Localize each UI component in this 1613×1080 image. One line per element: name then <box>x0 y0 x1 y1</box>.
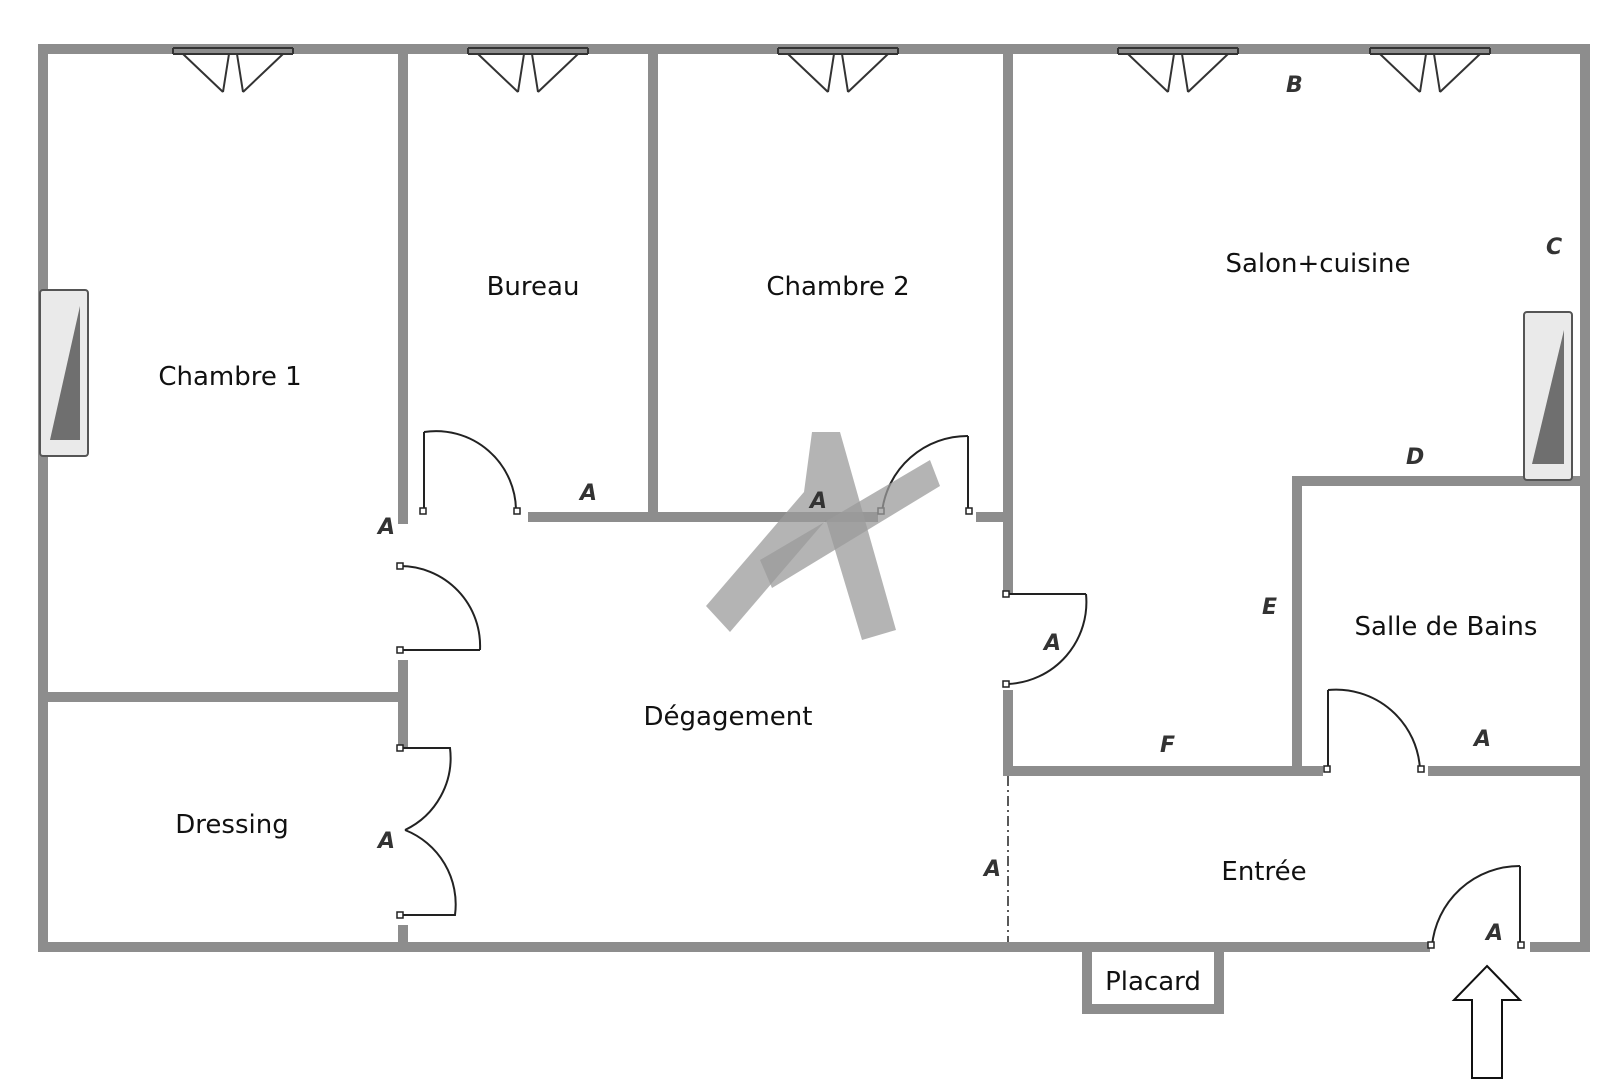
door-swing-icon <box>1323 688 1425 773</box>
marker-d: D <box>1406 445 1424 470</box>
marker-a: A <box>1472 727 1491 752</box>
door-swing-icon <box>1002 590 1088 688</box>
room-label-dressing: Dressing <box>175 810 288 840</box>
door-swing-icon <box>419 430 521 515</box>
window-icon <box>1117 47 1239 93</box>
radiators <box>39 289 1573 481</box>
room-label-salle-de-bains: Salle de Bains <box>1355 612 1538 642</box>
room-label-chambre-2: Chambre 2 <box>766 272 909 302</box>
door-swing-icon <box>396 562 482 654</box>
room-label-bureau: Bureau <box>487 272 580 302</box>
window-icon <box>467 47 589 93</box>
radiator-icon <box>1523 311 1573 481</box>
window-icon <box>777 47 899 93</box>
room-label-placard: Placard <box>1105 967 1201 997</box>
doors <box>396 430 1525 949</box>
marker-b: B <box>1286 73 1303 98</box>
window-icon <box>172 47 294 93</box>
marker-a: A <box>1042 631 1061 656</box>
radiator-icon <box>39 289 89 457</box>
room-label-entree: Entrée <box>1221 857 1306 887</box>
marker-a: A <box>808 489 827 514</box>
door-swing-icon <box>396 744 457 919</box>
interior-walls <box>48 54 1580 1014</box>
window-icon <box>1369 47 1491 93</box>
room-label-degagement: Dégagement <box>644 702 813 732</box>
marker-a: A <box>376 515 395 540</box>
marker-e: E <box>1262 595 1277 620</box>
windows <box>172 47 1491 93</box>
marker-a: A <box>1484 921 1503 946</box>
marker-f: F <box>1160 733 1175 758</box>
door-swing-icon <box>1427 864 1525 949</box>
marker-c: C <box>1546 235 1562 260</box>
watermark-logo <box>706 432 940 640</box>
marker-a: A <box>982 857 1001 882</box>
entrance-arrow-icon <box>1451 964 1523 1079</box>
room-label-salon-cuisine: Salon+cuisine <box>1225 249 1410 279</box>
marker-a: A <box>376 829 395 854</box>
room-labels: Chambre 1 Bureau Chambre 2 Salon+cuisine… <box>158 249 1537 997</box>
marker-labels: A A A A A A A A B C D E F <box>376 73 1562 946</box>
room-label-chambre-1: Chambre 1 <box>158 362 301 392</box>
marker-a: A <box>578 481 597 506</box>
